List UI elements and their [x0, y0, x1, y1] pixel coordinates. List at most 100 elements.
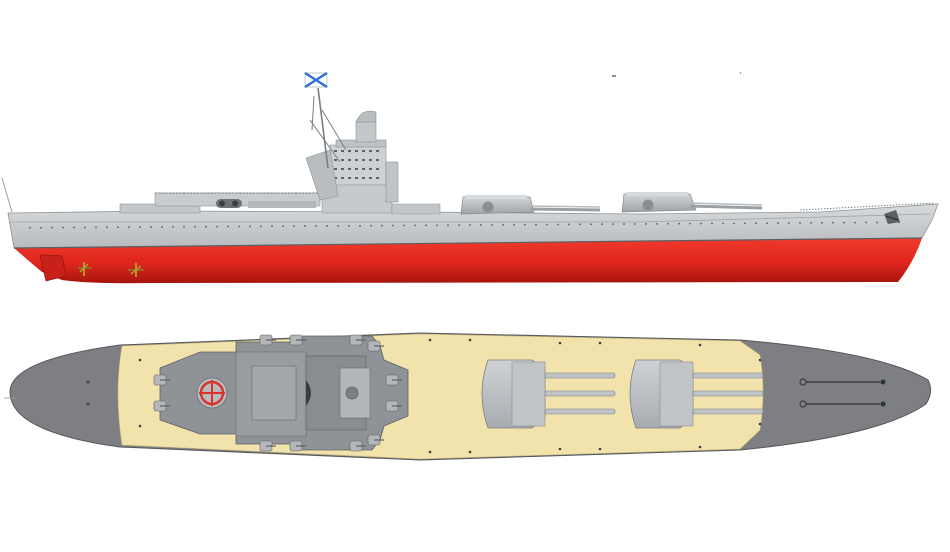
bridge-window	[362, 177, 365, 179]
bridge-window	[376, 177, 379, 179]
deck-fitting	[598, 341, 602, 345]
top-plan-view	[4, 332, 932, 461]
bridge-window	[334, 159, 337, 161]
hangar-block	[248, 201, 316, 208]
bridge-window	[334, 177, 337, 179]
porthole	[590, 223, 592, 226]
porthole	[293, 225, 295, 228]
deck-fitting	[598, 447, 602, 451]
porthole	[95, 226, 97, 229]
porthole	[392, 224, 394, 227]
speck	[739, 71, 742, 75]
porthole	[513, 223, 515, 226]
porthole	[425, 224, 427, 227]
porthole	[249, 225, 251, 228]
porthole	[656, 222, 658, 225]
porthole	[414, 224, 416, 227]
deck-fittings	[138, 338, 762, 454]
porthole	[458, 224, 460, 227]
porthole	[546, 223, 548, 226]
bridge-window	[362, 150, 365, 152]
porthole	[645, 223, 647, 225]
deck-fitting	[698, 445, 702, 449]
porthole	[194, 225, 196, 228]
boat-cylinders	[216, 199, 242, 208]
bridge-window	[355, 177, 358, 179]
bridge-window	[355, 159, 358, 161]
deck-fitting	[468, 338, 472, 342]
porthole	[381, 224, 383, 227]
bridge-window	[369, 168, 372, 170]
porthole	[876, 221, 878, 224]
porthole	[128, 226, 130, 229]
hull-red-lower	[14, 238, 922, 284]
porthole	[106, 226, 108, 229]
mid-deckhouse	[391, 203, 441, 215]
porthole	[491, 223, 493, 226]
porthole	[854, 221, 856, 224]
porthole	[700, 222, 702, 225]
porthole	[150, 226, 152, 228]
porthole	[623, 223, 625, 225]
bridge-window	[341, 159, 344, 161]
porthole	[260, 225, 262, 228]
porthole	[535, 223, 537, 226]
porthole	[51, 226, 53, 229]
porthole	[216, 225, 218, 228]
bridge-window	[369, 159, 372, 161]
anchor-icon	[799, 378, 886, 386]
bridge-window	[376, 159, 379, 161]
porthole	[337, 224, 339, 227]
porthole	[832, 221, 834, 224]
bridge-window	[341, 168, 344, 170]
porthole	[788, 222, 790, 224]
porthole	[733, 222, 735, 225]
porthole	[227, 225, 229, 228]
bridge-window	[348, 150, 351, 152]
porthole	[447, 224, 449, 227]
bridge-window	[369, 150, 372, 152]
sheer-line	[10, 213, 931, 223]
porthole	[304, 225, 306, 227]
porthole	[766, 222, 768, 225]
side-profile-view	[1, 71, 939, 284]
bridge-window	[341, 150, 344, 152]
bridge-window	[348, 159, 351, 161]
porthole	[568, 223, 570, 226]
deck-fitting	[558, 341, 562, 345]
porthole	[480, 224, 482, 226]
secondary-gun-mounts	[153, 334, 402, 452]
porthole	[238, 225, 240, 228]
bridge-window	[334, 150, 337, 152]
porthole	[117, 226, 119, 229]
porthole	[282, 225, 284, 228]
main-superstructure	[321, 110, 399, 214]
st-andrews-flag-icon	[304, 71, 328, 89]
porthole	[271, 225, 273, 228]
bridge-window	[348, 177, 351, 179]
rudder	[39, 254, 67, 282]
porthole	[315, 225, 317, 227]
waterline	[13, 237, 923, 249]
barrel	[544, 372, 616, 415]
porthole	[678, 222, 680, 225]
porthole	[469, 224, 471, 226]
porthole	[667, 222, 669, 225]
helipad-icon	[196, 377, 228, 409]
superstructure-top	[159, 335, 409, 451]
bollard	[86, 402, 90, 406]
porthole	[403, 224, 405, 227]
porthole	[601, 223, 603, 226]
deck-fitting	[758, 358, 762, 362]
porthole	[29, 226, 31, 229]
deck-fitting	[428, 338, 432, 342]
bridge-window	[369, 177, 372, 179]
jackstaff	[1, 177, 13, 213]
porthole	[744, 222, 746, 225]
porthole	[161, 226, 163, 228]
porthole	[524, 223, 526, 226]
porthole	[326, 225, 328, 227]
porthole	[172, 226, 174, 228]
porthole	[205, 225, 207, 228]
